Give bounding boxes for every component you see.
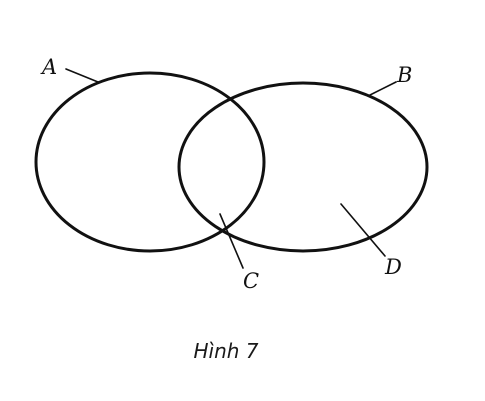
ellipse-a bbox=[34, 71, 266, 253]
label-d: D bbox=[384, 255, 402, 279]
label-a: A bbox=[40, 55, 57, 79]
leader-d bbox=[340, 203, 386, 257]
leader-c bbox=[219, 213, 244, 269]
leader-b bbox=[367, 81, 397, 97]
label-b: B bbox=[396, 63, 412, 87]
figure-caption: Hình 7 bbox=[193, 339, 258, 363]
ellipse-b bbox=[177, 81, 429, 253]
leader-a bbox=[65, 68, 99, 83]
label-c: C bbox=[243, 269, 259, 293]
